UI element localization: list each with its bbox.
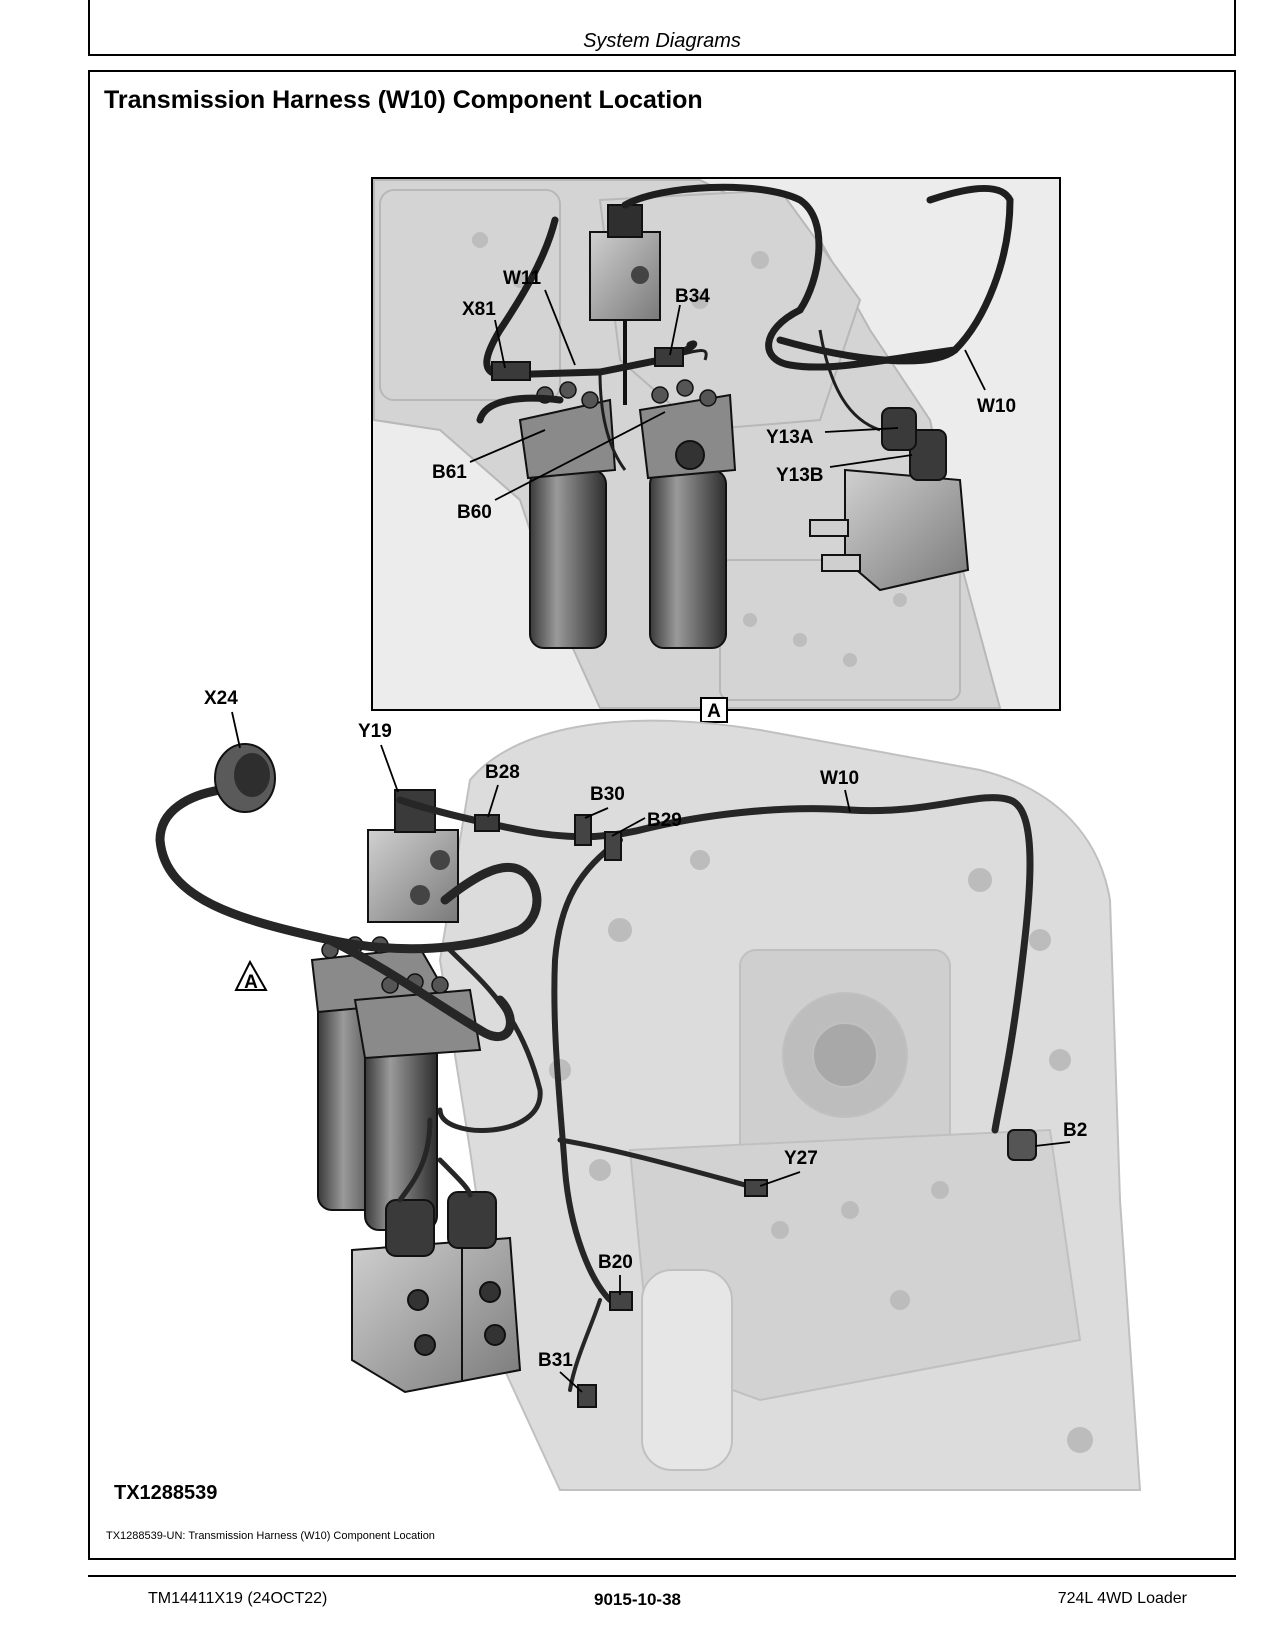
section-title: System Diagrams: [583, 30, 741, 52]
footer-doc-number: TM14411X19 (24OCT22): [148, 1590, 328, 1607]
footer-rule: [88, 1575, 1236, 1577]
label-x24: X24: [204, 688, 238, 709]
footer-page-number: 9015-10-38: [594, 1590, 681, 1609]
detail-filter-right: [649, 469, 727, 649]
main-solenoid-valve-y19: [367, 829, 459, 923]
label-x81: X81: [462, 299, 496, 320]
detail-solenoid-valve: [589, 231, 661, 321]
content-frame: Transmission Harness (W10) Component Loc…: [88, 70, 1236, 1560]
label-b34: B34: [675, 286, 710, 307]
label-b30: B30: [590, 784, 625, 805]
figure-id: TX1288539: [114, 1482, 218, 1504]
label-b29: B29: [647, 810, 682, 831]
label-w10-main: W10: [820, 768, 859, 789]
footer-product: 724L 4WD Loader: [1057, 1590, 1187, 1607]
label-b28: B28: [485, 762, 520, 783]
figure-caption: TX1288539-UN: Transmission Harness (W10)…: [106, 1530, 435, 1542]
detail-filter-left: [529, 469, 607, 649]
label-b2: B2: [1063, 1120, 1087, 1141]
label-y27: Y27: [784, 1148, 818, 1169]
view-marker-label: A: [244, 972, 258, 993]
label-y13a: Y13A: [766, 427, 814, 448]
main-valve-block: [351, 1236, 522, 1394]
main-view: A X24 Y19 B28 B30 B29 W10 B2 Y27 B20 B31: [155, 688, 1142, 1491]
label-y19: Y19: [358, 721, 392, 742]
label-w11: W11: [503, 268, 541, 289]
label-b20: B20: [598, 1252, 633, 1273]
page-heading: Transmission Harness (W10) Component Loc…: [104, 86, 703, 114]
label-b60: B60: [457, 502, 492, 523]
detail-view: W11 X81 B34 W10 Y13A Y13B B61 B60 A: [371, 177, 1061, 723]
label-b31: B31: [538, 1350, 573, 1371]
label-w10-detail: W10: [977, 396, 1016, 417]
label-y13b: Y13B: [776, 465, 824, 486]
detail-valve-block: [844, 468, 970, 592]
header-frame: System Diagrams: [88, 0, 1236, 56]
detail-view-label: A: [707, 701, 721, 722]
label-b61: B61: [432, 462, 467, 483]
